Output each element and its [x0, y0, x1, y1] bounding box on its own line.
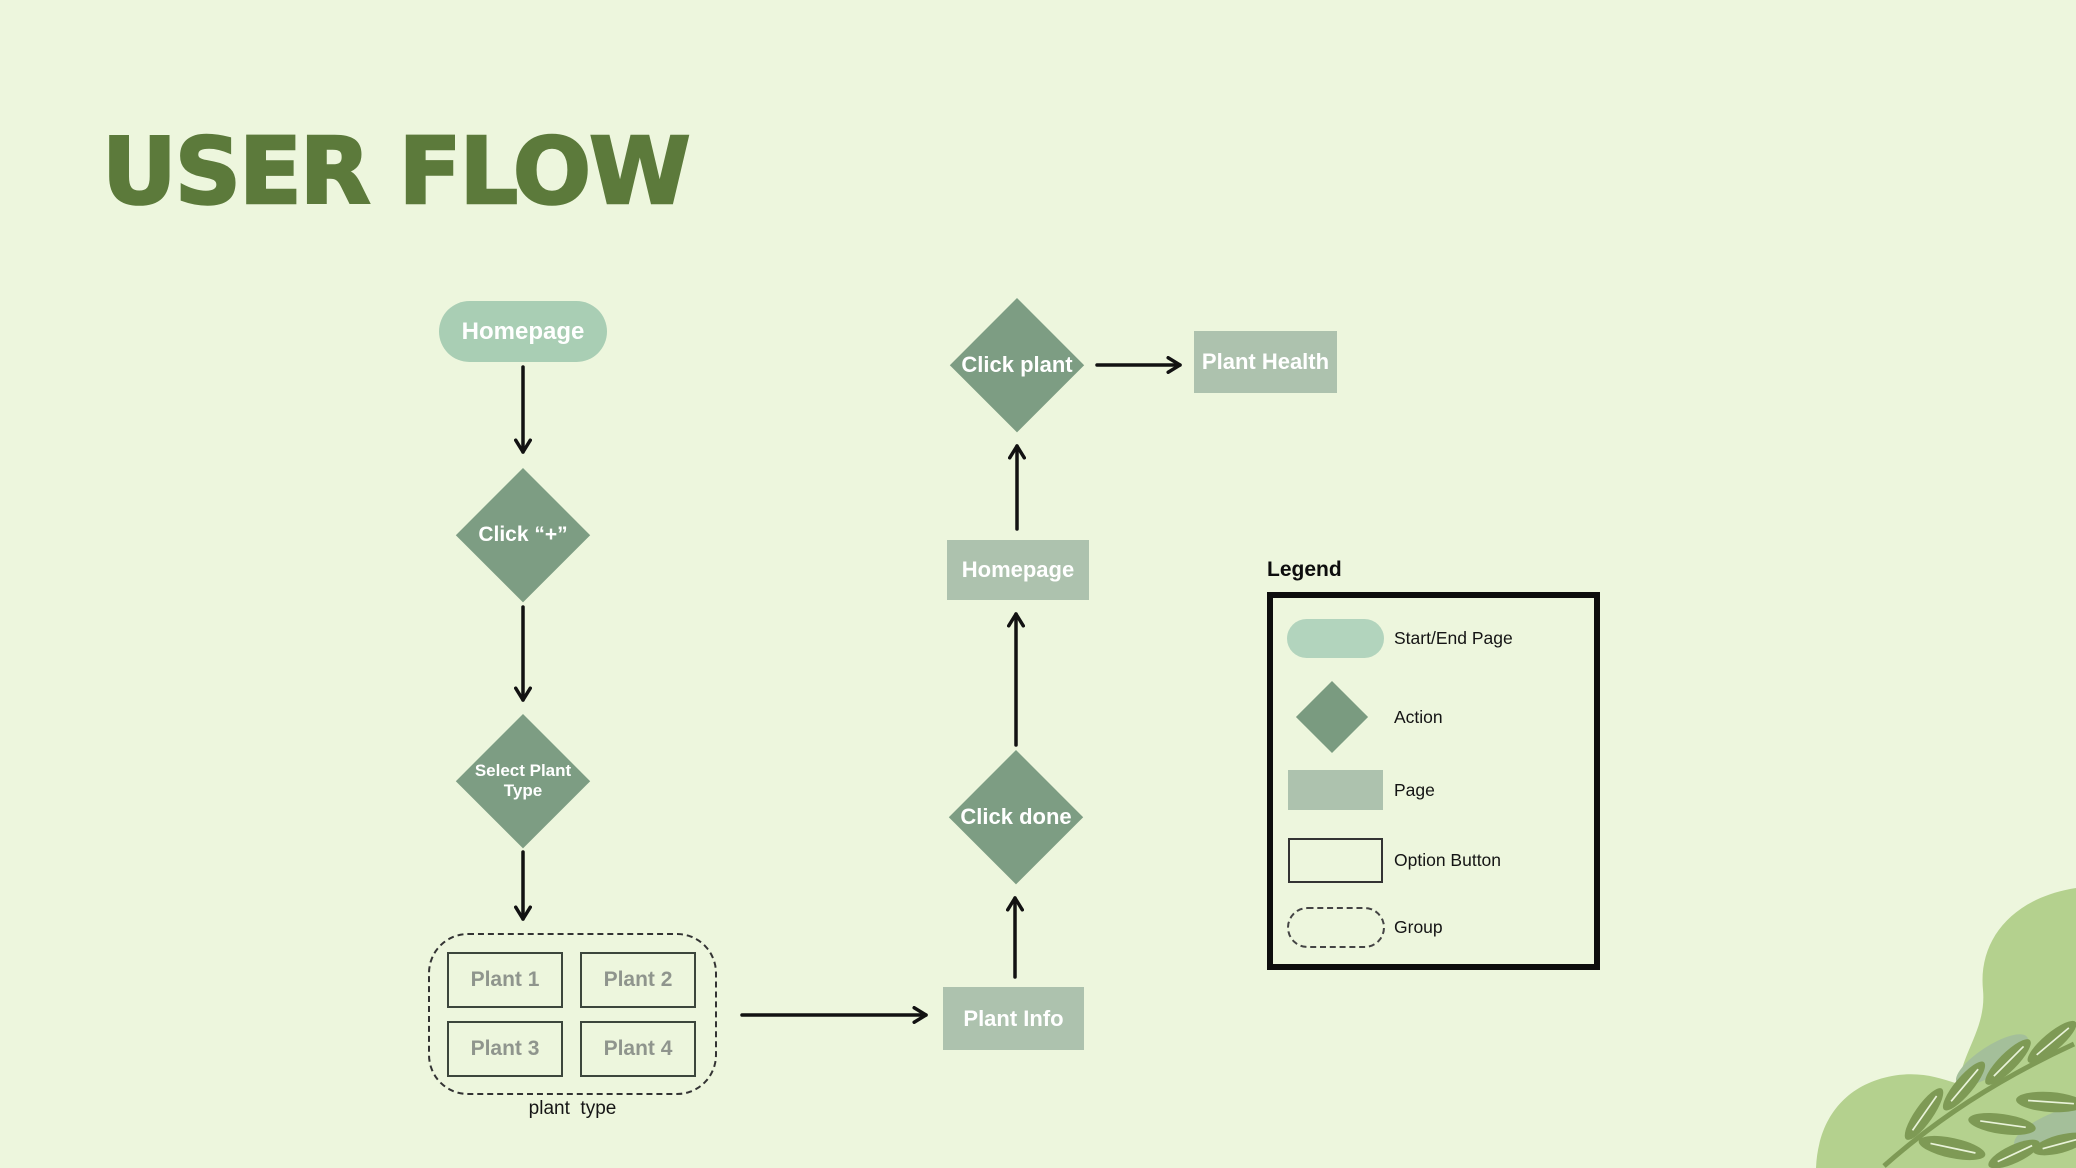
legend-item-option-button: Option Button — [1287, 835, 1501, 885]
legend-item-label: Start/End Page — [1394, 627, 1513, 648]
start-node-label: Homepage — [461, 317, 585, 345]
legend-item-action: Action — [1287, 679, 1443, 755]
option-button-label: Plant 2 — [603, 968, 673, 991]
action-shape — [1296, 681, 1368, 753]
option-button-label: Plant 3 — [470, 1037, 540, 1060]
legend-item-label: Option Button — [1394, 849, 1502, 870]
page-node-plant-health: Plant Health — [1194, 331, 1337, 393]
group-caption: plant type — [528, 1098, 617, 1119]
legend-shape-cell — [1287, 681, 1394, 753]
legend-shape-cell — [1287, 770, 1394, 810]
action-node-click-plus: Click “+” — [456, 468, 590, 602]
legend-title: Legend — [1267, 558, 1342, 581]
start-node-homepage: Homepage — [439, 301, 607, 362]
leaf-decoration-graphic — [1816, 888, 2076, 1168]
page-shape — [1288, 770, 1383, 810]
action-node-label: Click “+” — [478, 523, 568, 547]
action-node-click-plant: Click plant — [950, 298, 1084, 432]
legend-item-label: Action — [1394, 706, 1443, 727]
legend-shape-cell — [1287, 837, 1394, 883]
action-node-label: Select Plant Type — [474, 760, 572, 800]
legend-item-label: Group — [1394, 916, 1443, 937]
legend-shape-cell — [1287, 906, 1394, 948]
page-title: USER FLOW — [101, 117, 692, 227]
start-end-page-shape — [1287, 618, 1384, 658]
legend-item-label: Page — [1394, 779, 1435, 800]
group-shape — [1287, 906, 1385, 948]
option-button-plant-2: Plant 2 — [580, 952, 696, 1008]
option-button-plant-3: Plant 3 — [447, 1021, 563, 1077]
option-button-plant-4: Plant 4 — [580, 1021, 696, 1077]
page-node-label: Plant Info — [963, 1005, 1064, 1031]
plant-type-group: Plant 1 Plant 2 Plant 3 Plant 4 — [428, 933, 717, 1095]
legend-item-group: Group — [1287, 904, 1443, 950]
action-node-label: Click plant — [961, 351, 1073, 377]
page-node-label: Homepage — [961, 557, 1075, 582]
page-node-homepage: Homepage — [947, 540, 1089, 600]
legend-shape-cell — [1287, 618, 1394, 658]
legend-box: Start/End Page Action Page Option Button — [1267, 592, 1600, 970]
action-node-click-done: Click done — [949, 750, 1083, 884]
action-node-select-plant-type: Select Plant Type — [456, 714, 590, 848]
page-node-label: Plant Health — [1201, 349, 1330, 374]
option-button-shape — [1288, 837, 1383, 883]
option-button-label: Plant 1 — [470, 968, 540, 991]
page-node-plant-info: Plant Info — [943, 987, 1084, 1050]
action-node-label: Click done — [960, 803, 1072, 829]
legend-item-page: Page — [1287, 767, 1435, 813]
legend-item-start-end-page: Start/End Page — [1287, 616, 1513, 660]
option-button-label: Plant 4 — [603, 1037, 673, 1060]
option-button-plant-1: Plant 1 — [447, 952, 563, 1008]
